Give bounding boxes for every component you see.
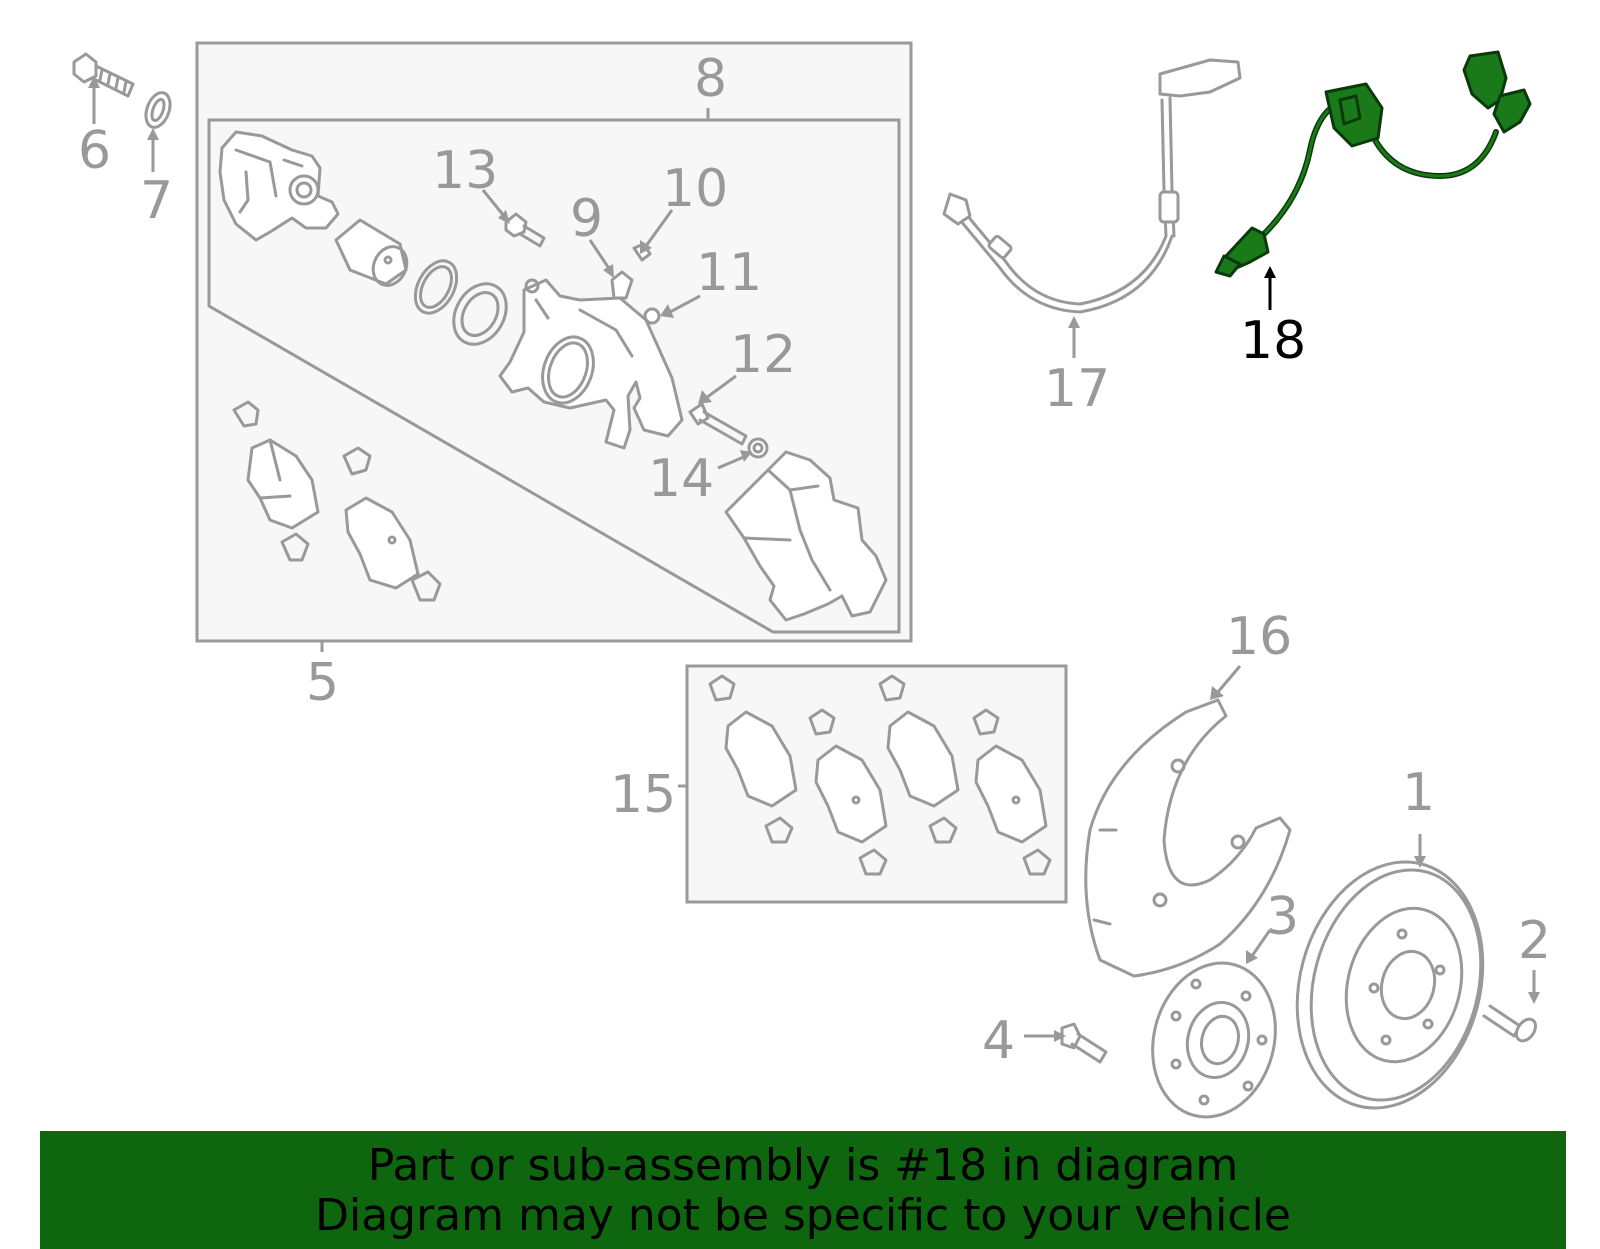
part-17-brake-hose bbox=[942, 58, 1242, 314]
dust-boot bbox=[452, 282, 508, 346]
callout-17: 17 bbox=[1044, 359, 1110, 419]
banner-line-1: Part or sub-assembly is #18 in diagram bbox=[367, 1140, 1239, 1191]
part-3-wheel-hub bbox=[1151, 961, 1277, 1119]
callout-5: 5 bbox=[306, 653, 339, 713]
caliper-piston bbox=[334, 218, 409, 287]
callout-15: 15 bbox=[610, 765, 676, 825]
piston-seal bbox=[413, 259, 459, 315]
callout-10: 10 bbox=[662, 159, 728, 219]
part-14-boot bbox=[747, 437, 769, 459]
banner-line-2: Diagram may not be specific to your vehi… bbox=[315, 1190, 1291, 1241]
caliper-body bbox=[498, 278, 684, 450]
brake-pad-set-5 bbox=[232, 400, 442, 602]
info-banner: Part or sub-assembly is #18 in diagram D… bbox=[40, 1131, 1566, 1249]
part-7-washer bbox=[144, 91, 172, 129]
part-6-bolt bbox=[72, 52, 135, 98]
part-1-brake-rotor bbox=[1295, 860, 1485, 1110]
part-2-bolt bbox=[1482, 1004, 1538, 1043]
caliper-housing bbox=[218, 130, 340, 242]
part-16-dust-shield bbox=[1084, 698, 1292, 978]
brake-pad-set-15 bbox=[708, 674, 1052, 876]
callout-leaders bbox=[88, 76, 1540, 1042]
callout-6: 6 bbox=[78, 121, 111, 181]
callout-7: 7 bbox=[140, 171, 173, 231]
part-12-guide-pin bbox=[688, 402, 748, 446]
callout-13: 13 bbox=[432, 141, 498, 201]
callout-14: 14 bbox=[648, 449, 714, 509]
part-9-bleeder bbox=[610, 270, 634, 300]
callout-3: 3 bbox=[1266, 887, 1299, 947]
part-18-abs-sensor-harness bbox=[1214, 50, 1532, 278]
caliper-bracket bbox=[724, 450, 888, 622]
callout-11: 11 bbox=[696, 243, 762, 303]
part-13-bleeder-screw bbox=[504, 212, 546, 248]
part-11-cap bbox=[643, 307, 661, 325]
callout-9: 9 bbox=[570, 189, 603, 249]
callout-2: 2 bbox=[1518, 911, 1551, 971]
callout-1: 1 bbox=[1402, 763, 1435, 823]
callout-12: 12 bbox=[730, 325, 796, 385]
part-4-bolt bbox=[1060, 1022, 1108, 1064]
callout-18: 18 bbox=[1240, 311, 1306, 371]
callout-16: 16 bbox=[1226, 607, 1292, 667]
callout-8: 8 bbox=[694, 49, 727, 109]
callout-4: 4 bbox=[982, 1011, 1015, 1071]
